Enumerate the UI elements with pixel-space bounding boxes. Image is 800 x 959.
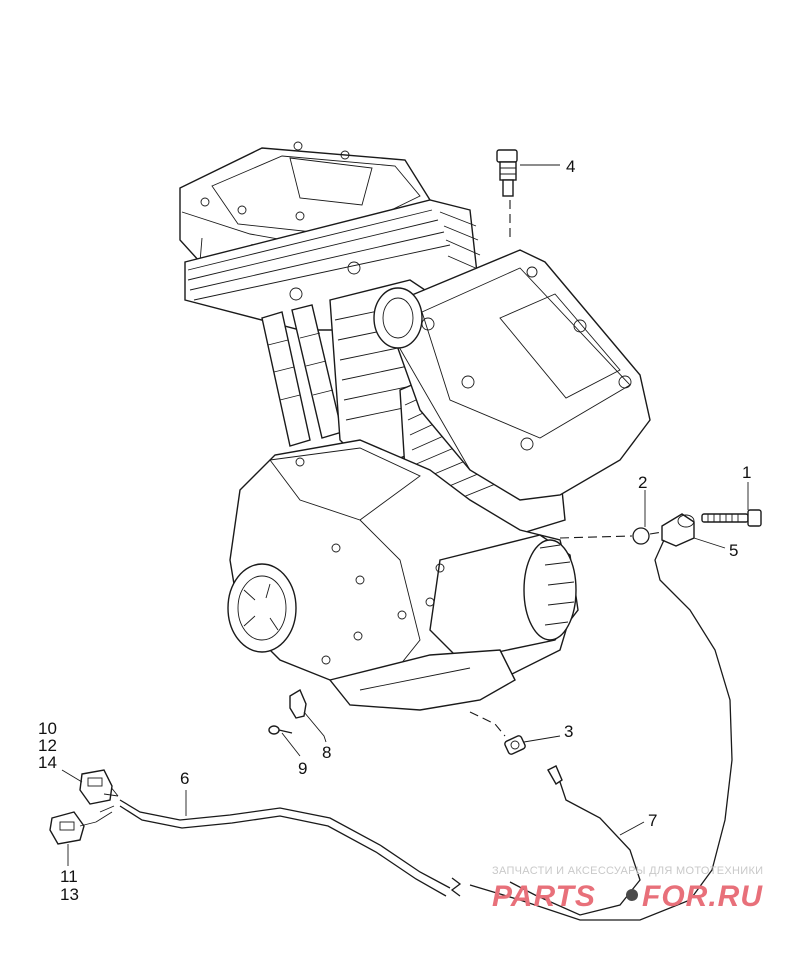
part-5-sensor: [661, 513, 695, 547]
engine-assembly: [179, 141, 651, 711]
part-6-harness: [95, 785, 462, 897]
callout-2: 2: [638, 473, 647, 492]
leader-lines: [61, 164, 749, 866]
part-3-sender: [469, 711, 526, 755]
connector-bottom: [49, 811, 97, 845]
starter-motor: [425, 534, 579, 661]
part-2-o-ring: [632, 527, 650, 545]
part-4-sensor: [496, 149, 518, 240]
callout-11: 11: [60, 867, 78, 886]
callout-12: 12: [38, 736, 57, 755]
intake-port: [373, 287, 423, 349]
callout-labels: 4 2 1 5 3 8 9 7 6 10 12 14 11 13: [38, 157, 751, 904]
callout-3: 3: [564, 722, 573, 741]
callout-8: 8: [322, 743, 331, 762]
callout-6: 6: [180, 769, 189, 788]
callout-9: 9: [298, 759, 307, 778]
part-7-wire: [509, 765, 641, 916]
watermark-dot: [626, 889, 638, 901]
callout-7: 7: [648, 811, 657, 830]
part-1-bolt: [701, 509, 762, 527]
oil-pan: [328, 649, 516, 711]
callout-5: 5: [729, 541, 738, 560]
callout-10: 10: [38, 719, 57, 738]
callout-13: 13: [60, 885, 79, 904]
callout-1: 1: [742, 463, 751, 482]
connector-top: [79, 769, 119, 805]
watermark: ЗАПЧАСТИ И АКСЕССУАРЫ ДЛЯ МОТОТЕХНИКИ PA…: [492, 865, 763, 913]
sensor-cable: [469, 539, 733, 921]
callout-14: 14: [38, 753, 57, 772]
watermark-brand-left: PARTS: [492, 880, 596, 913]
part-9-screw: [268, 725, 293, 735]
callout-4: 4: [566, 157, 575, 176]
watermark-tagline: ЗАПЧАСТИ И АКСЕССУАРЫ ДЛЯ МОТОТЕХНИКИ: [492, 865, 763, 877]
part-8-clip: [289, 688, 307, 719]
watermark-brand-right: FOR.RU: [642, 880, 763, 913]
front-rocker-cover: [394, 249, 651, 501]
